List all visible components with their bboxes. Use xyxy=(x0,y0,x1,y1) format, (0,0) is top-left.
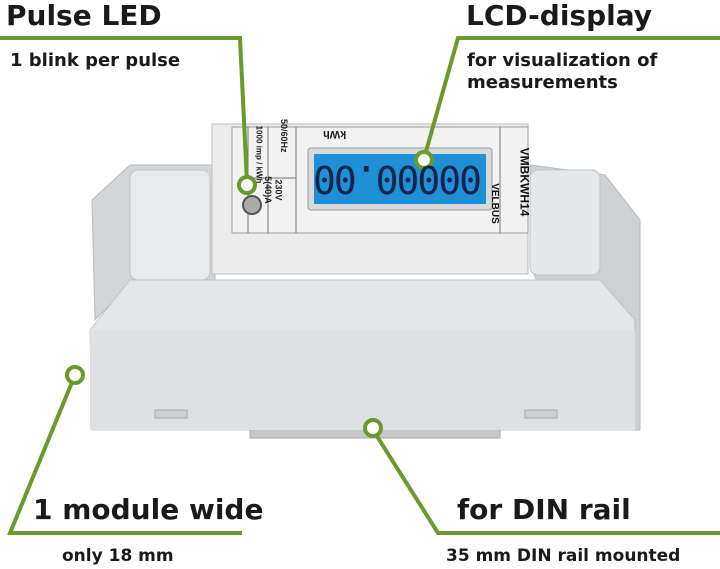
clip-right xyxy=(524,409,558,419)
lcd-display-subtitle: for visualization of measurements xyxy=(467,50,658,93)
module-callout-line xyxy=(7,374,242,535)
lcd-display-title: LCD-display xyxy=(466,0,653,32)
unit-label: kWh xyxy=(323,128,347,140)
terminal-cover-left xyxy=(129,169,211,281)
din-callout-line xyxy=(371,428,720,535)
din-callout-dot xyxy=(363,418,383,438)
pulse-led-title: Pulse LED xyxy=(6,0,162,32)
pulse-led xyxy=(242,195,262,215)
module-callout-dot xyxy=(65,365,85,385)
din-rail-title: for DIN rail xyxy=(457,493,631,526)
lcd-reading: 00000.00 xyxy=(314,157,482,201)
brand-label: VELBUS xyxy=(488,183,500,224)
frequency-label: 50/60Hz xyxy=(279,119,289,153)
lcd-callout-dot xyxy=(414,150,434,170)
terminal-cover-right xyxy=(529,169,601,276)
impulse-rate-label: 1000 imp / kWh xyxy=(254,125,264,184)
pulse-callout-dot xyxy=(237,175,257,195)
current-rating-label: 5(40)A xyxy=(262,176,273,204)
lcd-screen xyxy=(314,154,486,204)
pulse-led-subtitle: 1 blink per pulse xyxy=(10,50,181,71)
pulse-callout-line xyxy=(0,36,249,184)
lcd-callout-line xyxy=(423,36,720,156)
module-wide-title: 1 module wide xyxy=(33,493,264,526)
din-rail-subtitle: 35 mm DIN rail mounted xyxy=(446,546,681,566)
clip-left xyxy=(154,409,188,419)
voltage-label: 230V xyxy=(273,179,284,201)
module-wide-subtitle: only 18 mm xyxy=(62,546,174,566)
model-label: VMBKWH14 xyxy=(517,147,532,217)
